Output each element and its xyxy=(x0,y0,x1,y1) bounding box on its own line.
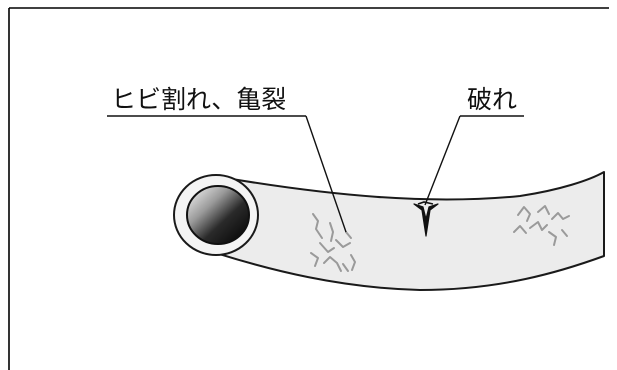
rupture-tear xyxy=(413,203,439,237)
crack-leader-line xyxy=(305,115,347,233)
crack-marks-left xyxy=(310,213,356,272)
diagram-frame xyxy=(8,7,609,370)
rupture-label: 破れ xyxy=(467,85,517,114)
crack-label: ヒビ割れ、亀裂 xyxy=(111,85,286,114)
crack-marks-right xyxy=(513,205,570,246)
rupture-callout: 破れ xyxy=(424,85,524,206)
rupture-leader-line xyxy=(424,115,461,206)
hose-body xyxy=(213,171,605,291)
hose-end-bore xyxy=(186,185,250,245)
crack-callout: ヒビ割れ、亀裂 xyxy=(107,85,347,233)
rupture-edge xyxy=(417,201,434,205)
rupture-mark xyxy=(413,201,439,237)
hose-end xyxy=(173,174,259,256)
